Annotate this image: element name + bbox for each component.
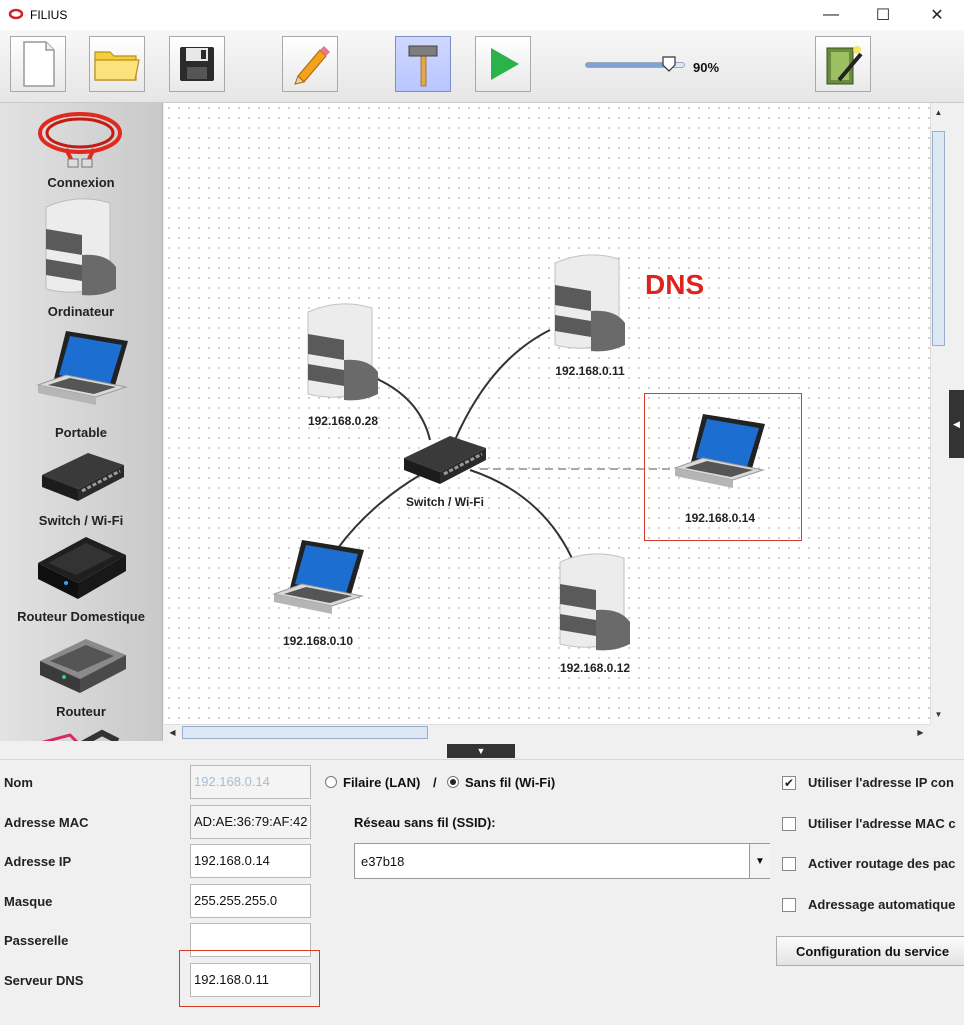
node-label[interactable]: Switch / Wi-Fi <box>406 495 484 509</box>
selection-highlight <box>644 393 802 541</box>
wizard-button[interactable] <box>815 36 871 92</box>
scroll-right-icon[interactable]: ▶ <box>917 728 924 737</box>
wired-radio[interactable] <box>325 776 337 788</box>
palette-item-ordinateur[interactable]: Ordinateur <box>47 304 115 319</box>
zoom-slider-fill <box>586 63 670 67</box>
node-label[interactable]: 192.168.0.10 <box>282 634 354 648</box>
use-static-ip-checkbox[interactable]: ✔ <box>782 776 796 790</box>
zoom-level: 90% <box>693 60 720 75</box>
floppy-disk-icon <box>180 47 214 81</box>
laptop-node-icon[interactable] <box>272 536 366 626</box>
palette-more-icon <box>41 729 120 741</box>
node-label[interactable]: 192.168.0.14 <box>684 511 756 525</box>
pencil-icon <box>294 46 330 85</box>
scroll-left-icon[interactable]: ◀ <box>169 728 176 737</box>
close-button[interactable]: ✕ <box>930 7 944 24</box>
dns-label: Serveur DNS <box>4 973 84 988</box>
cable-icon[interactable] <box>34 107 126 171</box>
name-label: Nom <box>4 775 33 790</box>
window-title: FILIUS <box>30 8 68 22</box>
laptop-icon[interactable] <box>36 327 130 417</box>
ssid-combobox[interactable] <box>354 843 770 879</box>
router-icon[interactable] <box>38 631 128 701</box>
wired-label: Filaire (LAN) <box>343 775 421 790</box>
node-label[interactable]: 192.168.0.11 <box>555 364 625 378</box>
ssid-label: Réseau sans fil (SSID): <box>354 815 496 830</box>
maximize-button[interactable]: ☐ <box>875 7 891 24</box>
wireless-radio[interactable] <box>447 776 459 788</box>
network-links <box>337 329 675 566</box>
mac-field[interactable]: AD:AE:36:79:AF:42 <box>190 805 311 839</box>
toolbar: 90% <box>0 30 964 103</box>
new-file-button[interactable] <box>10 36 66 92</box>
wireless-label: Sans fil (Wi-Fi) <box>465 775 556 790</box>
auto-addressing-checkbox[interactable] <box>782 898 796 912</box>
title-bar: FILIUS — ☐ ✕ <box>0 0 964 30</box>
use-mac-checkbox[interactable] <box>782 817 796 831</box>
horizontal-scroll-thumb[interactable] <box>182 726 428 739</box>
mask-label: Masque <box>4 894 53 909</box>
chevron-down-icon[interactable]: ▼ <box>749 844 770 878</box>
server-node-icon[interactable] <box>304 298 380 402</box>
auto-addressing-label: Adressage automatique <box>808 897 956 912</box>
service-config-button[interactable]: Configuration du service <box>776 936 964 966</box>
vertical-scroll-thumb[interactable] <box>932 131 945 346</box>
network-canvas[interactable] <box>164 103 930 724</box>
dns-field[interactable]: 192.168.0.11 <box>190 963 311 997</box>
gateway-field[interactable] <box>190 923 311 957</box>
home-router-icon[interactable] <box>36 533 128 605</box>
side-panel-toggle-icon[interactable]: ◀ <box>949 390 964 458</box>
switch-node-icon[interactable] <box>402 428 488 488</box>
scroll-down-icon[interactable]: ▼ <box>934 710 943 719</box>
enable-routing-label: Activer routage des pac <box>808 856 956 871</box>
palette-item-portable[interactable]: Portable <box>54 425 107 440</box>
zoom-slider[interactable] <box>585 56 685 72</box>
hammer-icon <box>408 45 438 87</box>
design-mode-button[interactable] <box>395 36 451 92</box>
ssid-value: e37b18 <box>361 854 405 869</box>
switch-icon[interactable] <box>40 445 126 505</box>
ip-field[interactable]: 192.168.0.14 <box>190 844 311 878</box>
dns-field-highlight <box>179 950 320 1007</box>
computer-icon[interactable] <box>42 193 120 299</box>
gateway-label: Passerelle <box>4 933 69 948</box>
zoom-slider-thumb[interactable] <box>662 56 676 72</box>
palette-item-switch[interactable]: Switch / Wi-Fi <box>38 513 124 528</box>
connection-separator: / <box>433 775 437 790</box>
edit-mode-button[interactable] <box>282 36 338 92</box>
dns-annotation: DNS <box>645 269 705 300</box>
enable-routing-checkbox[interactable] <box>782 857 796 871</box>
use-mac-label: Utiliser l'adresse MAC c <box>808 816 956 831</box>
palette-item-routeur-domestique[interactable]: Routeur Domestique <box>17 609 145 624</box>
palette-item-routeur[interactable]: Routeur <box>56 704 106 719</box>
folder-icon <box>94 51 140 81</box>
collapse-panel-icon[interactable]: ▼ <box>447 744 515 758</box>
magic-wand-icon <box>826 46 863 85</box>
name-field[interactable]: 192.168.0.14 <box>190 765 311 799</box>
mask-field[interactable]: 255.255.255.0 <box>190 884 311 918</box>
ip-label: Adresse IP <box>4 854 72 869</box>
server-node-icon[interactable] <box>556 548 632 652</box>
component-palette: Connexion Ordinateur Portable Switch / W… <box>0 103 163 741</box>
simulation-mode-button[interactable] <box>475 36 531 92</box>
palette-item-connexion[interactable]: Connexion <box>47 175 115 190</box>
new-file-icon <box>23 41 55 87</box>
dns-server-node-icon[interactable] <box>551 249 627 353</box>
minimize-button[interactable]: — <box>823 6 839 23</box>
mac-label: Adresse MAC <box>4 815 89 830</box>
open-file-button[interactable] <box>89 36 145 92</box>
play-icon <box>491 48 519 80</box>
laptop-node-icon[interactable] <box>673 410 767 500</box>
filius-logo-icon <box>8 8 24 20</box>
save-button[interactable] <box>169 36 225 92</box>
use-static-ip-label: Utiliser l'adresse IP con <box>808 775 954 790</box>
properties-panel <box>0 759 964 1025</box>
node-label[interactable]: 192.168.0.12 <box>559 661 631 675</box>
node-label[interactable]: 192.168.0.28 <box>307 414 379 428</box>
scroll-up-icon[interactable]: ▲ <box>934 108 943 117</box>
